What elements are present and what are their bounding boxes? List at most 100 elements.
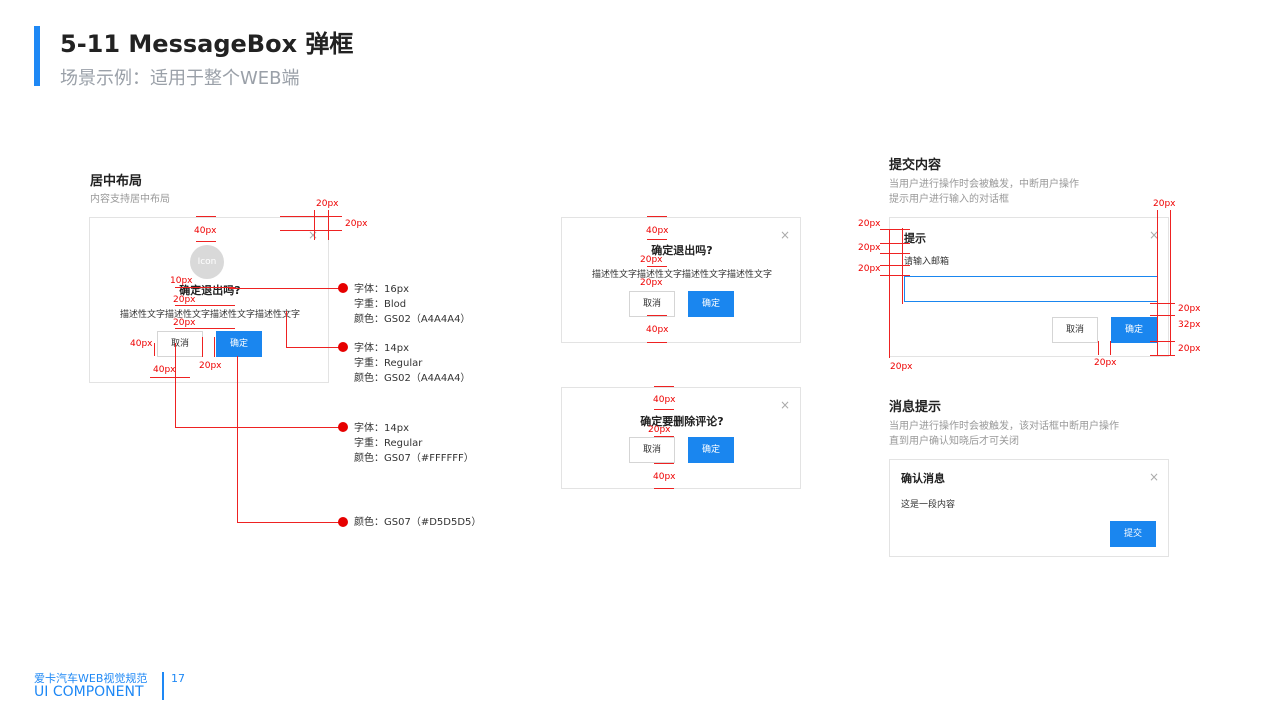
measure-label: 20px xyxy=(1178,344,1201,354)
measure-label: 32px xyxy=(1178,320,1201,330)
callout-line-text xyxy=(286,311,287,347)
measure-line xyxy=(647,315,667,316)
measure-label: 20px xyxy=(316,199,339,209)
submit-button[interactable]: 提交 xyxy=(1110,521,1156,547)
measure-line xyxy=(880,229,910,230)
measure-label: 10px xyxy=(170,276,193,286)
email-input[interactable] xyxy=(904,276,1158,302)
measure-line xyxy=(175,305,235,306)
close-icon[interactable]: × xyxy=(308,229,318,241)
footer-divider xyxy=(162,672,164,700)
measure-label: 40px xyxy=(194,226,217,236)
measure-line xyxy=(647,239,667,240)
dialog-text: 描述性文字描述性文字描述性文字描述性文字 xyxy=(119,310,300,320)
message-dialog: × 确认消息 这是一段内容 提交 xyxy=(889,459,1169,557)
callout-line-text xyxy=(286,347,343,348)
measure-line xyxy=(654,409,674,410)
measure-line xyxy=(654,488,674,489)
callout-line-title xyxy=(229,288,343,289)
measure-line xyxy=(647,342,667,343)
measure-label: 20px xyxy=(648,425,671,435)
cancel-button[interactable]: 取消 xyxy=(1052,317,1098,343)
close-icon[interactable]: × xyxy=(780,228,791,242)
confirm-button[interactable]: 确定 xyxy=(1111,317,1157,343)
measure-line xyxy=(150,377,190,378)
measure-line xyxy=(1150,303,1175,304)
measure-label: 20px xyxy=(1094,358,1117,368)
measure-line xyxy=(328,210,329,240)
example-dialog-delete: × 确定要删除评论? 取消 确定 xyxy=(561,387,801,489)
measure-line xyxy=(647,216,667,217)
measure-label: 20px xyxy=(345,219,368,229)
footer-subtitle: UI COMPONENT xyxy=(34,684,144,700)
measure-line xyxy=(1150,315,1175,316)
confirm-button[interactable]: 确定 xyxy=(216,331,262,357)
measure-label: 40px xyxy=(653,472,676,482)
measure-line xyxy=(314,210,315,240)
measure-line xyxy=(1157,210,1158,356)
title-accent-bar xyxy=(34,26,40,86)
dialog-title: 提示 xyxy=(904,232,926,245)
dialog-text: 这是一段内容 xyxy=(901,500,956,510)
dialog-title: 确定要删除评论? xyxy=(640,415,724,428)
dialog-text: 描述性文字描述性文字描述性文字描述性文字 xyxy=(591,270,772,280)
section-title-submit: 提交内容 xyxy=(889,158,942,173)
input-label: 请输入邮箱 xyxy=(904,257,950,267)
measure-line xyxy=(1150,355,1175,356)
measure-label: 40px xyxy=(153,365,176,375)
measure-line xyxy=(154,343,155,356)
measure-line xyxy=(902,228,903,304)
measure-label: 20px xyxy=(890,362,913,372)
cancel-button[interactable]: 取消 xyxy=(629,291,675,317)
measure-label: 20px xyxy=(199,361,222,371)
measure-label: 20px xyxy=(858,219,881,229)
callout-dot xyxy=(338,283,348,293)
measure-line xyxy=(654,386,674,387)
measure-line xyxy=(280,216,342,217)
measure-label: 40px xyxy=(653,395,676,405)
example-dialog-exit: × 确定退出吗? 描述性文字描述性文字描述性文字描述性文字 取消 确定 xyxy=(561,217,801,343)
callout-line-button-text xyxy=(175,427,343,428)
spec-annotation: 颜色：GS07（#D5D5D5） xyxy=(354,517,482,528)
dialog-title: 确认消息 xyxy=(901,472,945,485)
close-icon[interactable]: × xyxy=(780,398,791,412)
measure-line xyxy=(1150,341,1175,342)
centered-dialog: × Icon 确定退出吗? 描述性文字描述性文字描述性文字描述性文字 取消 确定 xyxy=(89,217,329,383)
callout-dot xyxy=(338,517,348,527)
confirm-button[interactable]: 确定 xyxy=(688,291,734,317)
callout-line-border xyxy=(237,522,343,523)
measure-label: 20px xyxy=(173,318,196,328)
cancel-button[interactable]: 取消 xyxy=(157,331,203,357)
measure-line xyxy=(654,463,674,464)
section-desc-message: 当用户进行操作时会被触发，该对话框中断用户操作直到用户确认知晓后才可关闭 xyxy=(889,421,1119,447)
prompt-dialog: × 提示 请输入邮箱 取消 确定 xyxy=(889,217,1169,357)
measure-label: 20px xyxy=(858,243,881,253)
measure-line xyxy=(202,337,203,357)
measure-line xyxy=(1098,341,1099,355)
measure-line xyxy=(880,265,910,266)
measure-line xyxy=(880,253,910,254)
measure-label: 20px xyxy=(640,278,663,288)
callout-line-button-text xyxy=(175,343,176,427)
measure-line xyxy=(196,216,216,217)
measure-line xyxy=(889,230,890,358)
confirm-button[interactable]: 确定 xyxy=(688,437,734,463)
close-icon[interactable]: × xyxy=(1149,470,1160,484)
callout-dot xyxy=(338,422,348,432)
page-number: 17 xyxy=(171,672,185,685)
measure-line xyxy=(214,337,215,357)
footer-brand: 爱卡汽车WEB视觉规范 xyxy=(34,672,148,685)
measure-label: 20px xyxy=(1153,199,1176,209)
cancel-button[interactable]: 取消 xyxy=(629,437,675,463)
page-subtitle: 场景示例：适用于整个WEB端 xyxy=(60,68,300,89)
measure-line xyxy=(1110,341,1111,355)
dialog-title: 确定退出吗? xyxy=(651,244,713,257)
close-icon[interactable]: × xyxy=(1149,228,1160,242)
placeholder-icon: Icon xyxy=(190,245,224,279)
measure-line xyxy=(280,230,342,231)
measure-line xyxy=(196,241,216,242)
measure-label: 20px xyxy=(640,255,663,265)
section-title-centered: 居中布局 xyxy=(90,174,143,189)
